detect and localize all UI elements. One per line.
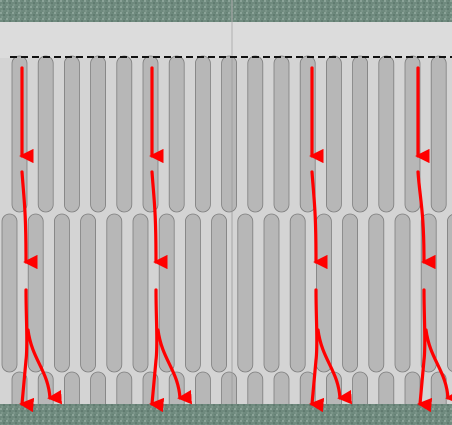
column-pillar bbox=[168, 55, 185, 213]
top-band bbox=[0, 22, 452, 58]
column-pillar bbox=[64, 55, 80, 213]
column-pillar bbox=[158, 213, 175, 373]
flow-arrow-segment bbox=[417, 288, 433, 413]
column-pillar bbox=[221, 55, 238, 213]
column-pillar bbox=[289, 213, 306, 373]
bottom-substrate-overlay bbox=[0, 404, 452, 425]
column-pillar bbox=[368, 213, 385, 373]
column-pillar bbox=[27, 213, 44, 373]
column-pillar bbox=[37, 55, 54, 213]
column-pillar bbox=[378, 55, 395, 213]
flow-path-4 bbox=[415, 66, 452, 413]
textured-substrate bbox=[0, 0, 452, 22]
column-pillar bbox=[194, 55, 211, 213]
flow-path-1 bbox=[19, 66, 63, 413]
flow-arrow-segment bbox=[310, 170, 328, 270]
flow-arrow-branch bbox=[424, 328, 452, 405]
flow-arrow-branch bbox=[156, 328, 193, 405]
column-pillar bbox=[342, 213, 359, 373]
flow-arrows bbox=[19, 66, 452, 413]
column-pillar bbox=[263, 213, 280, 373]
column-pillar bbox=[447, 214, 452, 372]
flow-path-3 bbox=[309, 66, 353, 413]
flow-arrow-branch bbox=[316, 328, 353, 405]
flow-path-2 bbox=[149, 66, 193, 413]
column-pillar bbox=[273, 55, 290, 213]
column-pillar bbox=[352, 55, 369, 213]
column-pillar bbox=[247, 55, 264, 213]
column-pillar bbox=[116, 55, 133, 213]
column-pillar bbox=[394, 213, 411, 373]
column-pillar bbox=[430, 55, 447, 213]
flow-arrow-segment bbox=[150, 170, 168, 270]
flow-arrow-segment bbox=[309, 288, 325, 413]
column-pillar bbox=[325, 55, 342, 213]
column-pillar bbox=[211, 213, 228, 373]
column-pillar bbox=[90, 55, 106, 213]
flow-arrow-segment bbox=[20, 170, 38, 270]
column-pillar bbox=[54, 213, 70, 373]
middle-column-row bbox=[1, 213, 452, 373]
column-pillar bbox=[106, 213, 123, 373]
flow-arrow-segment bbox=[416, 170, 436, 270]
column-pillar bbox=[80, 213, 96, 373]
column-pillar bbox=[132, 213, 149, 373]
column-pillar bbox=[237, 213, 254, 373]
flow-arrow-branch bbox=[26, 328, 63, 405]
column-pillar bbox=[1, 213, 18, 373]
flow-arrow-segment bbox=[19, 288, 35, 413]
flow-arrow-segment bbox=[149, 288, 165, 413]
column-pillar bbox=[184, 213, 201, 373]
